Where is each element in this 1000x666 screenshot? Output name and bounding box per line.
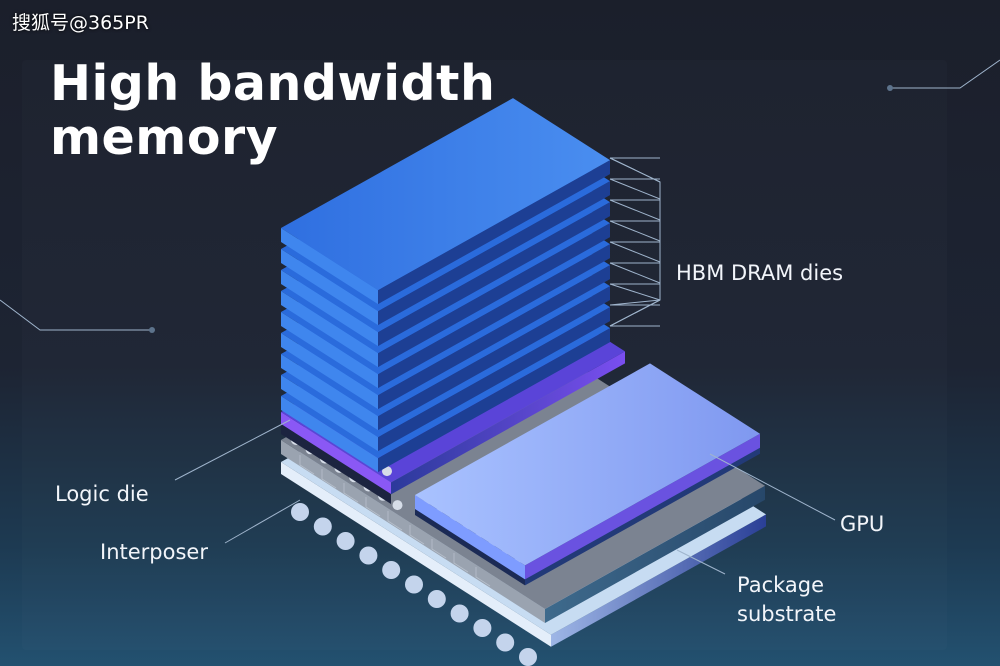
title-line-2: memory bbox=[50, 109, 279, 166]
solder-ball bbox=[382, 561, 401, 579]
dram-leader-tick bbox=[609, 299, 661, 327]
dram-leader-tick bbox=[609, 220, 661, 242]
dram-die-right-face bbox=[378, 244, 610, 389]
dram-die-right-face bbox=[378, 223, 610, 368]
solder-ball bbox=[291, 503, 309, 521]
dram-die-left-face bbox=[281, 354, 378, 431]
dram-die-left-face bbox=[281, 333, 378, 410]
interposer-traces bbox=[299, 455, 491, 587]
dram-die-top-face bbox=[281, 98, 610, 291]
circuit-node bbox=[149, 327, 155, 333]
solder-ball bbox=[382, 466, 392, 477]
watermark: 搜狐号@365PR bbox=[12, 12, 149, 34]
dram-leader-tick bbox=[609, 283, 661, 301]
circuit-node bbox=[887, 85, 893, 91]
label-package-substrate: Package substrate bbox=[737, 571, 836, 629]
dram-die-left-face bbox=[281, 375, 378, 452]
interposer-right-face bbox=[545, 485, 765, 623]
interposer-leader-line bbox=[224, 499, 301, 544]
gpu bbox=[415, 363, 760, 580]
package-leader-line bbox=[676, 549, 726, 575]
solder-ball bbox=[473, 619, 492, 637]
logic-leader-line bbox=[174, 419, 291, 481]
dram-die-left-face bbox=[281, 291, 378, 368]
dram-die-right-face bbox=[378, 181, 610, 326]
solder-ball bbox=[336, 532, 355, 550]
circuit-trace-right bbox=[890, 59, 1000, 89]
dram-die-right-face bbox=[378, 328, 610, 473]
interposer-left-face bbox=[281, 440, 545, 623]
dram-die-right-face bbox=[378, 286, 610, 431]
page-title: High bandwidth memory bbox=[50, 57, 495, 165]
solder-ball bbox=[405, 575, 423, 594]
solder-ball bbox=[496, 633, 515, 652]
solder-ball bbox=[313, 517, 332, 536]
dram-die-right-face bbox=[378, 307, 610, 452]
solder-ball bbox=[450, 604, 469, 623]
solder-ball bbox=[519, 648, 537, 666]
solder-ball bbox=[427, 590, 446, 608]
gpu-base-layer-right-face bbox=[525, 445, 760, 586]
package-substrate-left-face bbox=[281, 462, 551, 647]
dram-die-right-face bbox=[378, 265, 610, 410]
gpu-right-face bbox=[525, 433, 760, 580]
label-interposer: Interposer bbox=[100, 540, 208, 564]
dram-leader-tick bbox=[609, 157, 661, 183]
dram-die-left-face bbox=[281, 396, 378, 473]
circuit-trace-left bbox=[0, 299, 150, 331]
gpu-leader-line bbox=[709, 453, 836, 521]
package-substrate-right-face bbox=[551, 514, 766, 647]
dram-die-right-face bbox=[378, 160, 610, 305]
label-hbm-dram-dies: HBM DRAM dies bbox=[676, 261, 844, 285]
dram-die bbox=[281, 98, 610, 305]
dram-leader-tick bbox=[609, 241, 661, 263]
dram-die-right-face bbox=[378, 202, 610, 347]
dram-die-left-face bbox=[281, 228, 378, 305]
gpu-left-face bbox=[415, 495, 525, 580]
label-gpu: GPU bbox=[840, 512, 885, 536]
substrate-solder-balls bbox=[291, 503, 537, 666]
dram-die-left-face bbox=[281, 312, 378, 389]
title-line-1: High bandwidth bbox=[50, 55, 496, 112]
solder-ball bbox=[359, 546, 378, 565]
dram-die-left-face bbox=[281, 249, 378, 326]
dram-leader-tick bbox=[609, 199, 661, 221]
logic-die-left-face bbox=[281, 412, 391, 495]
logic-die-right-face bbox=[391, 351, 625, 495]
logic-die-dark-layer bbox=[281, 424, 391, 504]
dram-leader-tick bbox=[609, 178, 661, 200]
label-package-line-1: Package bbox=[737, 573, 825, 597]
dram-leader-tick bbox=[609, 262, 661, 284]
gpu-top-face bbox=[415, 363, 760, 566]
solder-ball bbox=[392, 500, 403, 511]
dram-leader-tick bbox=[609, 299, 661, 306]
dram-die-left-face bbox=[281, 270, 378, 347]
label-package-line-2: substrate bbox=[737, 602, 837, 626]
label-logic-die: Logic die bbox=[55, 482, 149, 506]
